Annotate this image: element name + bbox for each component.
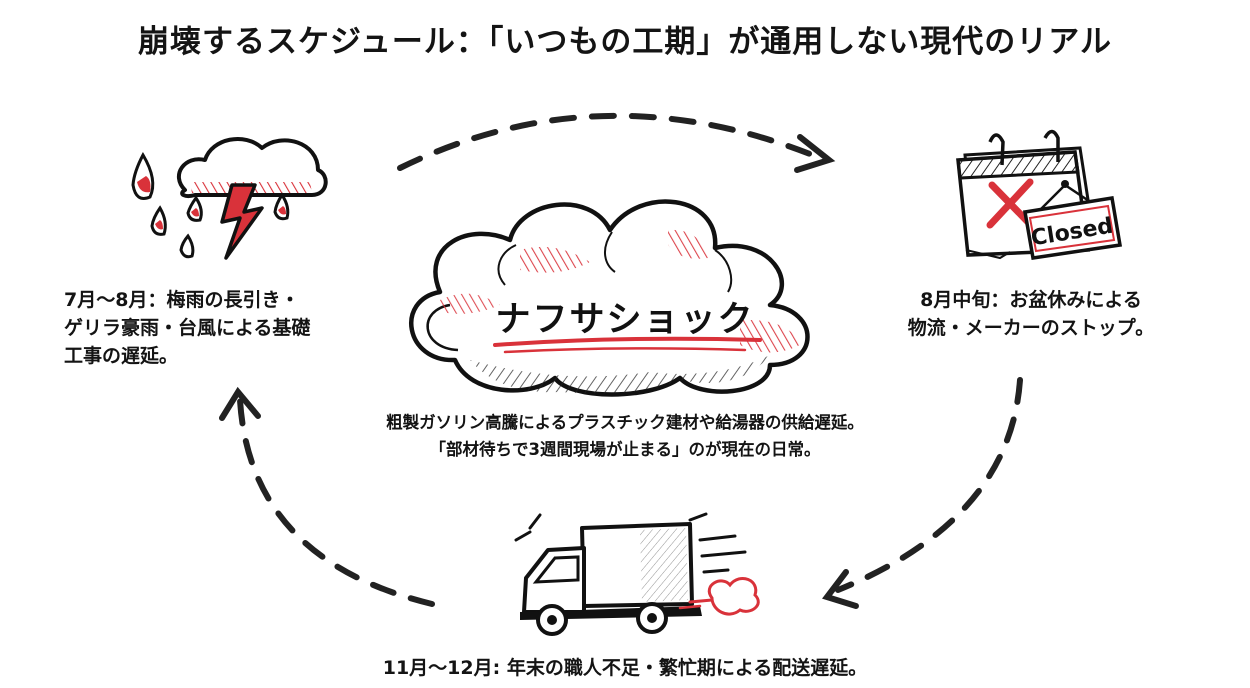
left-label-line-1: 7月〜8月：梅雨の長引き・ bbox=[64, 289, 300, 311]
left-node-label: 7月〜8月：梅雨の長引き・ ゲリラ豪雨・台風による基礎 工事の遅延。 bbox=[64, 286, 310, 370]
page-title: 崩壊するスケジュール：「いつもの工期」が通用しない現代のリアル bbox=[137, 24, 1113, 60]
center-caption: 粗製ガソリン高騰によるプラスチック建材や給湯器の供給遅延。 「部材待ちで3週間現… bbox=[300, 409, 950, 463]
center-caption-line-1: 粗製ガソリン高騰によるプラスチック建材や給湯器の供給遅延。 bbox=[386, 413, 864, 432]
closed-calendar-icon: Closed bbox=[956, 129, 1123, 260]
right-label-line-1: 8月中旬：お盆休みによる bbox=[920, 289, 1142, 311]
cycle-arrow-top bbox=[397, 112, 836, 173]
center-heading: ナフサショック bbox=[495, 300, 755, 340]
center-cloud-icon bbox=[409, 199, 810, 397]
right-label-line-2: 物流・メーカーのストップ。 bbox=[907, 317, 1155, 339]
left-label-line-2: ゲリラ豪雨・台風による基礎 bbox=[64, 317, 311, 339]
delivery-truck-icon bbox=[514, 512, 760, 636]
left-label-line-3: 工事の遅延。 bbox=[64, 345, 179, 367]
bottom-node-label: 11月〜12月: 年末の職人不足・繁忙期による配送遅延。 bbox=[330, 655, 920, 681]
cycle-arrow-left bbox=[219, 386, 435, 607]
cycle-arrow-right bbox=[822, 377, 1023, 609]
center-caption-line-2: 「部材待ちで3週間現場が止まる」のが現在の日常。 bbox=[429, 440, 821, 459]
right-node-label: 8月中旬：お盆休みによる 物流・メーカーのストップ。 bbox=[898, 286, 1164, 342]
bottom-label-line-1: 11月〜12月: 年末の職人不足・繁忙期による配送遅延。 bbox=[382, 657, 868, 679]
storm-cloud-icon bbox=[131, 137, 328, 260]
